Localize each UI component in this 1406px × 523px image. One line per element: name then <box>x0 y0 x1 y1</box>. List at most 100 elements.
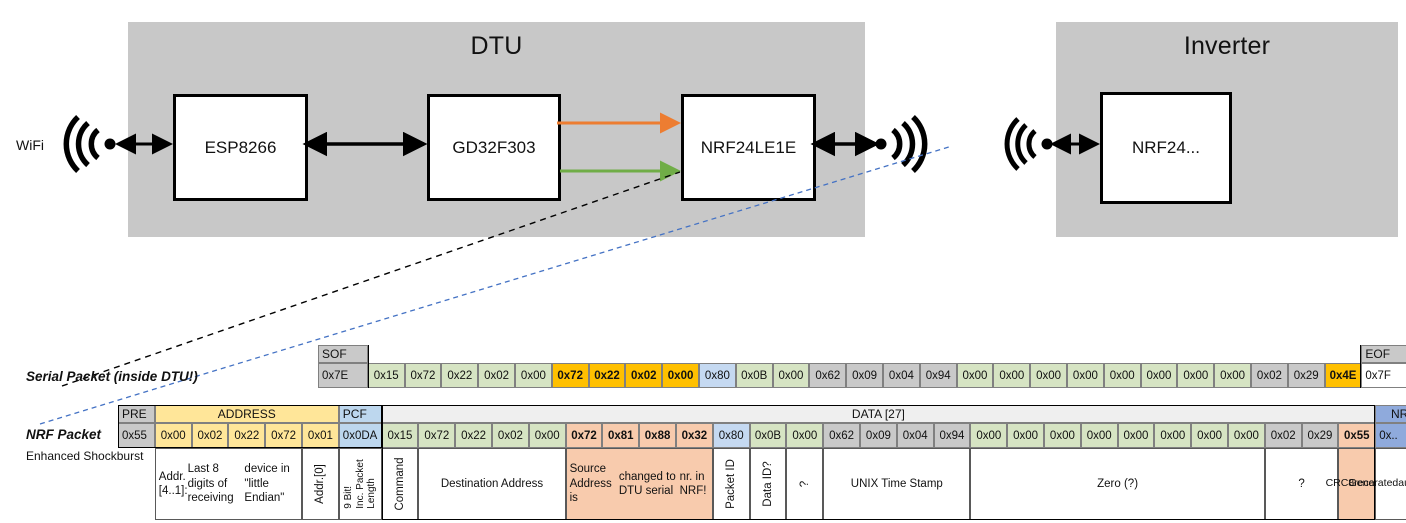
serial-byte-7: 0x02 <box>625 363 663 388</box>
nrf-address-byte-1: 0x02 <box>191 423 229 448</box>
serial-byte-17: 0x00 <box>993 363 1031 388</box>
serial-byte-15: 0x94 <box>919 363 957 388</box>
serial-byte-8: 0x00 <box>662 363 699 388</box>
nrf-address-byte-3: 0x72 <box>265 423 302 448</box>
nrf-pcf-value: 0x0DA <box>338 423 382 448</box>
nrf-byte-11: 0x00 <box>786 423 824 448</box>
nrf-byte-2: 0x22 <box>455 423 492 448</box>
text-line: CRC8 <box>1325 477 1355 490</box>
serial-byte-4: 0x00 <box>515 363 552 388</box>
serial-byte-16: 0x00 <box>956 363 994 388</box>
text-line: Addr. [4..1]: <box>158 470 188 497</box>
nrf-group-crc: NRF CRC <box>1375 405 1406 423</box>
vertical-label-line: 9 Bit! <box>342 485 354 509</box>
serial-eof-value: 0x7F <box>1361 363 1406 388</box>
nrf-byte-10: 0x0B <box>749 423 787 448</box>
nrf-byte-5: 0x72 <box>565 423 603 448</box>
nrf-address-0-label: Addr.[0] <box>302 448 339 520</box>
nrf-byte-3: 0x02 <box>492 423 529 448</box>
serial-byte-24: 0x02 <box>1251 363 1288 388</box>
chip-nrf24le1e: NRF24LE1E <box>681 94 816 201</box>
nrf-byte-6: 0x81 <box>602 423 640 448</box>
serial-eof-header: EOF <box>1361 345 1406 363</box>
vertical-label-line: Length <box>365 478 377 509</box>
text-line: Generated <box>1348 477 1399 490</box>
nrf-byte-24: 0x02 <box>1264 423 1302 448</box>
nrf-address-byte-0: 0x00 <box>154 423 192 448</box>
nrf-packet-title: NRF Packet <box>26 427 102 442</box>
nrf-byte-15: 0x94 <box>933 423 971 448</box>
wifi-antenna-icon <box>63 114 116 174</box>
serial-sof-value: 0x7E <box>318 363 368 388</box>
nrf-byte-4: 0x00 <box>528 423 566 448</box>
text-line: device in "little Endian" <box>244 463 290 505</box>
chip-nrf24le1e-label: NRF24LE1E <box>700 137 797 157</box>
nrf-pre-value: 0x55 <box>118 423 155 448</box>
nrf-byte-18: 0x00 <box>1044 423 1081 448</box>
serial-byte-20: 0x00 <box>1103 363 1141 388</box>
serial-byte-5: 0x72 <box>551 363 589 388</box>
text-line: automatically. <box>1398 477 1406 490</box>
nrf-annotation-zero: Zero (?) <box>970 448 1265 520</box>
vertical-label-line: Inc. Packet <box>354 459 366 509</box>
vertical-label: ? <box>798 480 811 488</box>
wifi-label: WiFi <box>16 137 44 153</box>
serial-byte-13: 0x09 <box>846 363 883 388</box>
nrf-annotation-unix-timestamp: UNIX Time Stamp <box>823 448 971 520</box>
serial-byte-22: 0x00 <box>1177 363 1215 388</box>
nrf-byte-1: 0x72 <box>418 423 456 448</box>
serial-byte-11: 0x00 <box>772 363 810 388</box>
serial-byte-0: 0x15 <box>367 363 405 388</box>
nrf-byte-25: 0x29 <box>1301 423 1339 448</box>
vertical-label: Data ID? <box>761 461 774 507</box>
serial-byte-6: 0x22 <box>588 363 626 388</box>
enclosure-dtu-title: DTU <box>470 32 523 60</box>
nrf-byte-13: 0x09 <box>860 423 897 448</box>
nrf-address-byte-2: 0x22 <box>228 423 266 448</box>
chip-esp8266-label: ESP8266 <box>204 137 277 157</box>
serial-byte-9: 0x80 <box>699 363 736 388</box>
nrf-group-pre: PRE <box>118 405 155 423</box>
nrf-annotation-destination-address: Destination Address <box>418 448 566 520</box>
serial-sof-header: SOF <box>318 345 368 363</box>
nrf-annotation-question-1: ? <box>786 448 824 520</box>
nrf-antenna-inverter-icon <box>1004 117 1053 171</box>
serial-byte-25: 0x29 <box>1287 363 1325 388</box>
nrf-byte-0: 0x15 <box>381 423 419 448</box>
nrf-byte-14: 0x04 <box>896 423 934 448</box>
serial-packet-title: Serial Packet (inside DTU!) <box>26 369 198 384</box>
nrf-byte-26: 0x55 <box>1338 423 1376 448</box>
serial-byte-12: 0x62 <box>809 363 847 388</box>
nrf-byte-19: 0x00 <box>1080 423 1118 448</box>
nrf-byte-21: 0x00 <box>1154 423 1192 448</box>
chip-nrf24: NRF24... <box>1100 92 1232 204</box>
vertical-label: Addr.[0] <box>314 464 327 504</box>
nrf-byte-16: 0x00 <box>970 423 1008 448</box>
serial-byte-14: 0x04 <box>883 363 920 388</box>
nrf-byte-7: 0x88 <box>639 423 676 448</box>
nrf-byte-22: 0x00 <box>1191 423 1228 448</box>
nrf-byte-20: 0x00 <box>1117 423 1155 448</box>
serial-byte-2: 0x22 <box>441 363 479 388</box>
nrf-group-pcf: PCF <box>338 405 382 423</box>
nrf-byte-8: 0x32 <box>676 423 713 448</box>
serial-byte-3: 0x02 <box>478 363 515 388</box>
nrf-byte-12: 0x62 <box>823 423 860 448</box>
vertical-label: Packet ID <box>725 459 738 509</box>
nrf-group-data: DATA [27] <box>381 405 1376 423</box>
nrf-address-byte-4: 0x01 <box>302 423 339 448</box>
nrf-antenna-dtu-icon <box>875 114 928 174</box>
nrf-annotation-packet-id: Packet ID <box>712 448 750 520</box>
serial-byte-18: 0x00 <box>1030 363 1067 388</box>
serial-byte-19: 0x00 <box>1067 363 1104 388</box>
nrf-byte-23: 0x00 <box>1228 423 1265 448</box>
nrf-annotation-crc-note: Generatedautomatically.Dont Care! <box>1349 448 1406 520</box>
serial-byte-26: 0x4E <box>1324 363 1362 388</box>
text-line: nr. in NRF! <box>679 470 707 497</box>
nrf-group-address: ADDRESS <box>154 405 339 423</box>
text-line: Source Address is <box>569 463 612 505</box>
